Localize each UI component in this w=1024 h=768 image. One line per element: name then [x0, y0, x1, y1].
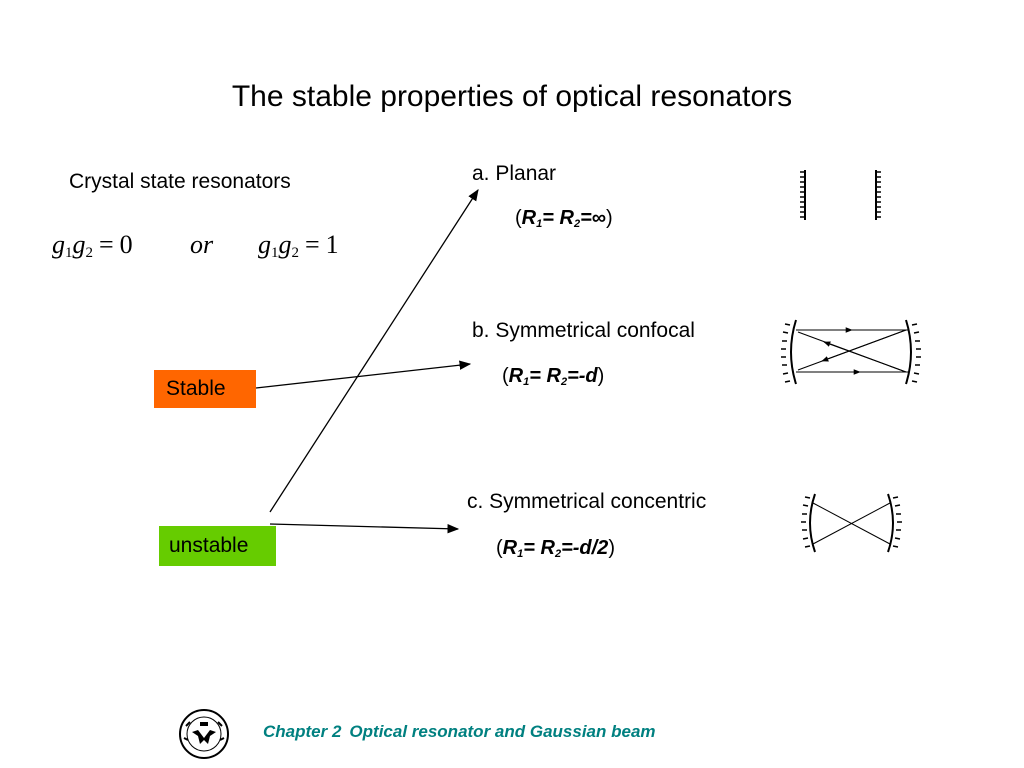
formula-g1g2-one: g1g2=1	[258, 230, 339, 261]
slide-title: The stable properties of optical resonat…	[231, 80, 793, 113]
case-concentric-label: c. Symmetrical concentric	[467, 490, 707, 513]
footer-topic: Optical resonator and Gaussian beam	[349, 722, 656, 741]
concentric-rays	[812, 502, 891, 545]
case-planar-condition: (R1= R2=∞)	[515, 207, 613, 230]
formula-connector: or	[190, 230, 214, 259]
footer-chapter: Chapter 2 Optical resonator and Gaussian …	[263, 722, 656, 742]
planar-mirror-left	[800, 170, 806, 220]
footer-chapter-number: Chapter 2	[263, 722, 342, 741]
concentric-mirror-left	[801, 493, 816, 553]
unstable-badge: unstable	[159, 526, 276, 566]
formula-g1g2-zero: g1g2=0	[52, 230, 133, 261]
arrow-unstable-to-planar	[269, 189, 479, 513]
case-confocal-condition: (R1= R2=-d)	[502, 365, 605, 388]
confocal-rays	[796, 327, 908, 375]
case-planar-label: a. Planar	[472, 162, 557, 185]
confocal-mirror-right	[905, 319, 921, 385]
planar-mirror-right	[875, 170, 881, 220]
arrow-stable-to-confocal	[255, 360, 472, 389]
concentric-mirror-right	[887, 493, 902, 553]
university-seal-icon	[179, 709, 229, 759]
case-concentric-condition: (R1= R2=-d/2)	[496, 537, 615, 560]
stable-badge: Stable	[154, 370, 256, 408]
crystal-state-heading: Crystal state resonators	[69, 170, 291, 193]
confocal-mirror-left	[781, 319, 797, 385]
case-confocal-label: b. Symmetrical confocal	[472, 319, 695, 342]
arrow-unstable-to-concentric	[269, 523, 460, 534]
